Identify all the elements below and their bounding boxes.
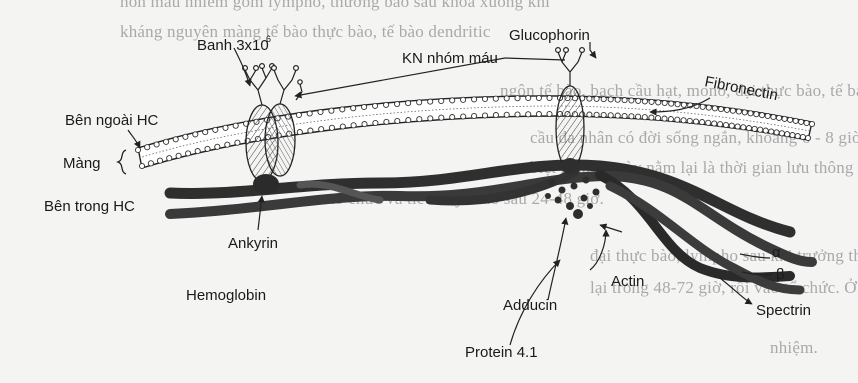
band3-protein <box>246 104 295 181</box>
label-alpha: α <box>772 244 781 261</box>
label-adducin: Adducin <box>503 297 557 314</box>
label-kn-nhom-mau: KN nhóm máu <box>402 50 498 67</box>
label-spectrin: Spectrin <box>756 302 811 319</box>
label-beta: β <box>776 266 785 283</box>
label-ankyrin: Ankyrin <box>228 235 278 252</box>
label-glucophorin: Glucophorin <box>509 27 590 44</box>
label-fibronectin: Fibronectin <box>703 73 779 104</box>
label-ben-trong-hc: Bên trong HC <box>44 198 135 215</box>
label-hemoglobin: Hemoglobin <box>186 287 266 304</box>
label-ben-ngoai-hc: Bên ngoài HC <box>65 112 159 129</box>
membrane-brace <box>118 150 126 174</box>
label-protein-41: Protein 4.1 <box>465 344 538 361</box>
antigen-sugar-chains-left <box>243 64 303 105</box>
label-banh-superscript: 6 <box>266 34 271 44</box>
label-mang: Màng <box>63 155 101 172</box>
lipid-bilayer <box>135 95 814 168</box>
glycophorin-protein <box>556 86 584 170</box>
antigen-sugar-chains-right <box>556 48 585 86</box>
label-banh: Banh 3x10 <box>197 37 269 54</box>
ankyrin-blob <box>253 174 279 194</box>
label-actin: Actin <box>611 273 644 290</box>
